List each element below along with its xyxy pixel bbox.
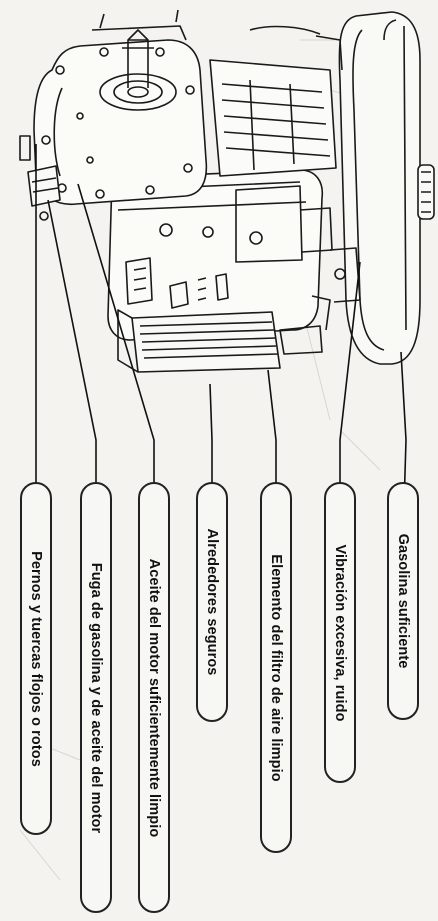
label-pernos-text: Pernos y tuercas flojos o rotos — [28, 550, 44, 767]
label-vibracion-excesiva: Vibración excesiva, ruido — [324, 482, 356, 783]
label-aceite-text: Aceite del motor suficientemente limpio — [146, 558, 162, 837]
label-alrededores-text: Alrededores seguros — [204, 528, 220, 676]
air-filter-element — [117, 309, 281, 373]
label-gasolina-suficiente: Gasolina suficiente — [387, 482, 419, 720]
label-pernos-tuercas: Pernos y tuercas flojos o rotos — [20, 482, 52, 835]
label-fuga-text: Fuga de gasolina y de aceite del motor — [88, 562, 104, 833]
engine-block — [209, 25, 343, 355]
air-cleaner-housing — [107, 169, 324, 341]
label-fuga-gasolina: Fuga de gasolina y de aceite del motor — [80, 482, 112, 913]
label-aceite-motor: Aceite del motor suficientemente limpio — [138, 482, 170, 913]
label-filtro-aire: Elemento del filtro de aire limpio — [260, 482, 292, 853]
label-vibracion-text: Vibración excesiva, ruido — [332, 543, 348, 722]
crankcase-cover — [33, 9, 208, 205]
label-filtro-text: Elemento del filtro de aire limpio — [268, 553, 284, 782]
label-alrededores-seguros: Alrededores seguros — [196, 482, 228, 722]
label-gasolina-text: Gasolina suficiente — [395, 533, 411, 669]
fuel-tank — [338, 11, 435, 365]
